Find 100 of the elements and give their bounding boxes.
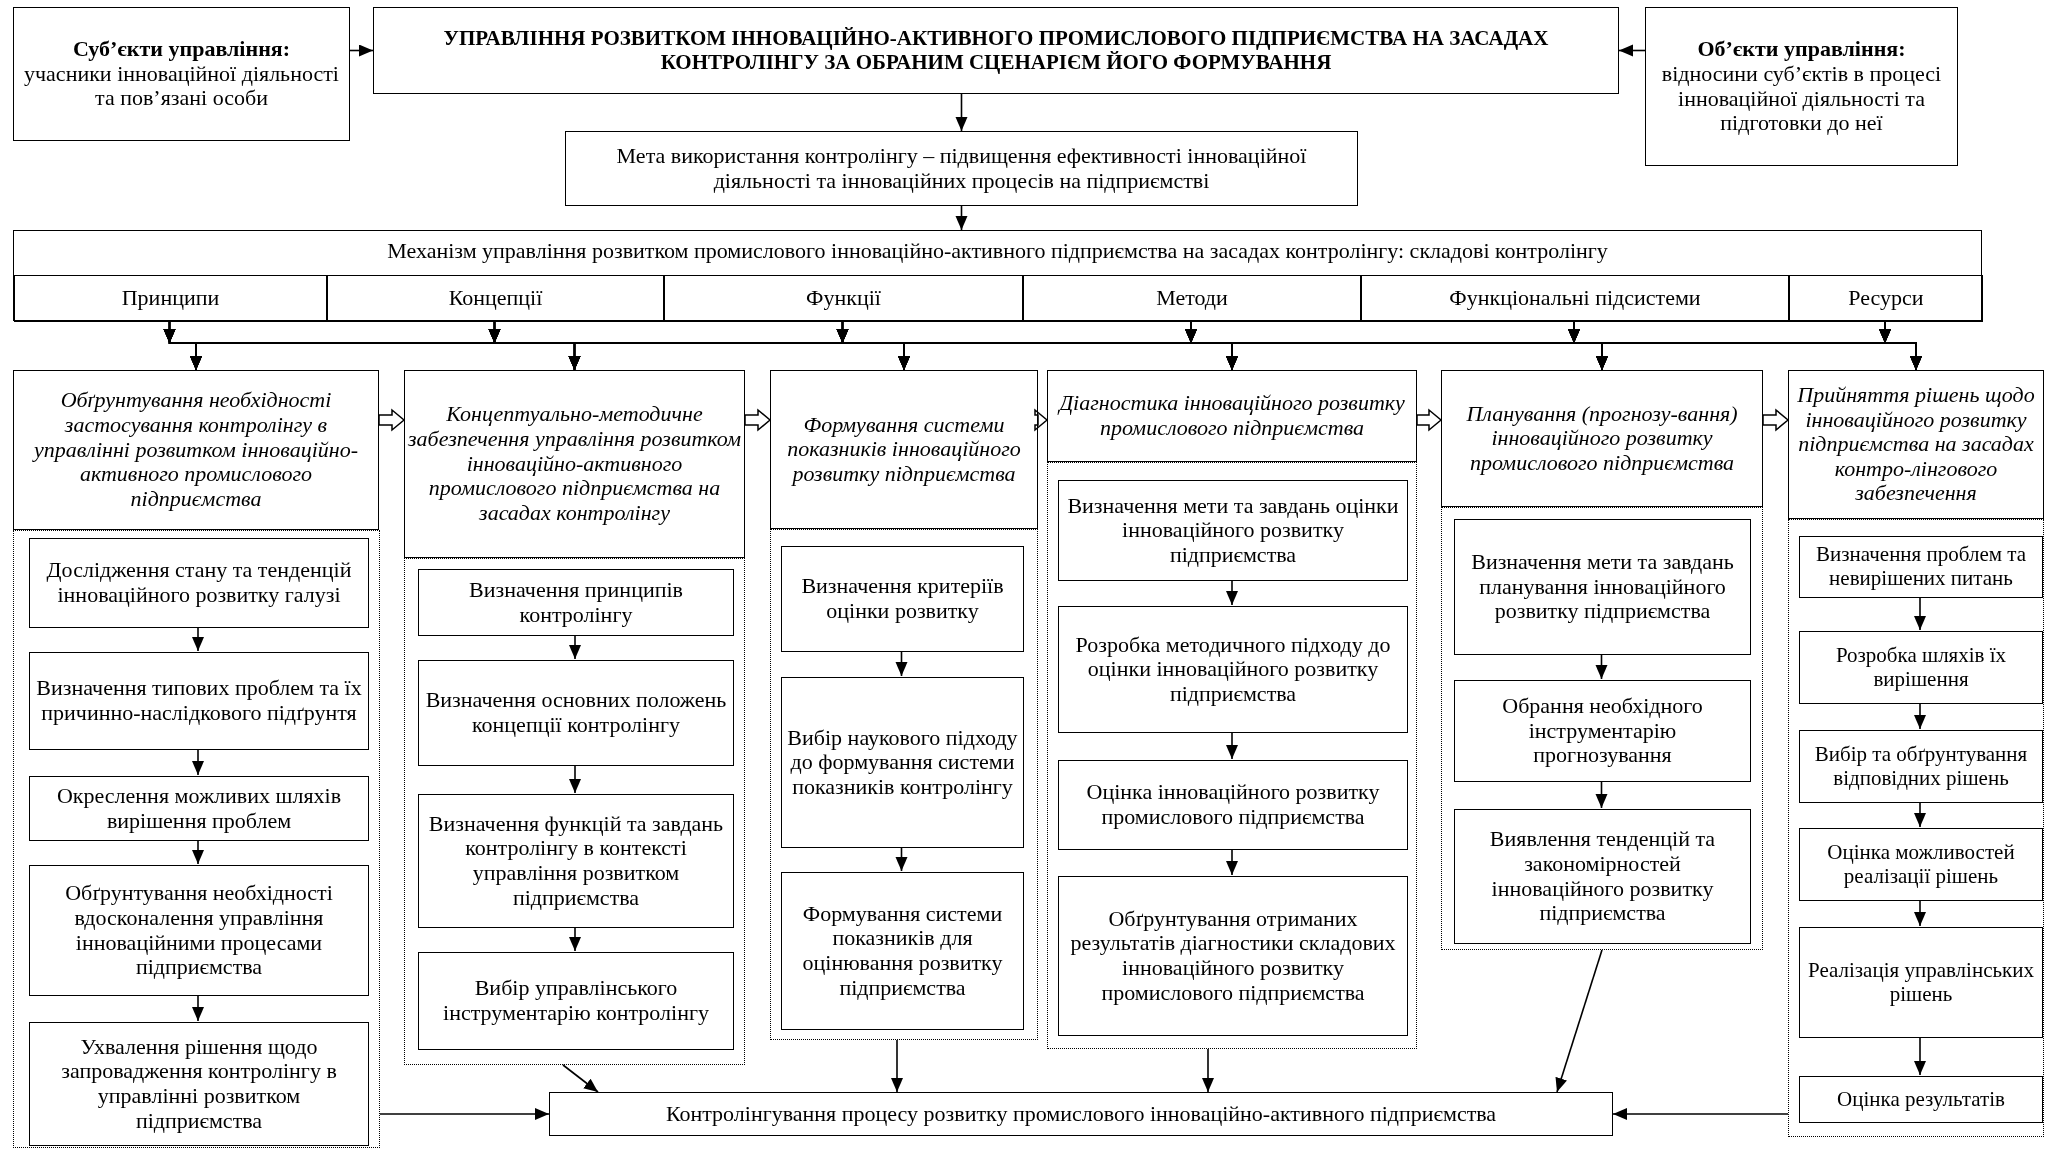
stage-heading-box	[1441, 370, 1763, 507]
box-text: учасники інноваційної діяльності та пов’язані особи	[23, 61, 340, 111]
block-arrow	[1034, 408, 1049, 432]
box-text: Концептуально-методичне забезпечення управління розвитком інноваційно-активного промислового підприємства на засадах контролінгу	[407, 402, 742, 526]
process-box	[549, 1092, 1613, 1136]
arrow	[895, 650, 908, 677]
block-arrow	[744, 408, 772, 432]
box-text: Формування системи показників для оцінювання розвитку підприємства	[801, 901, 1004, 1001]
process-box	[781, 677, 1024, 848]
box-text: Обґрунтування необхідності вдосконалення управління інноваційними процесами підприємства	[64, 881, 334, 980]
box-text: Визначення принципів контролінгу	[468, 577, 684, 628]
arrow	[1555, 949, 1603, 1093]
arrow	[1226, 848, 1238, 876]
process-box	[29, 865, 369, 996]
arrow	[895, 846, 908, 872]
arrow	[955, 93, 968, 132]
arrow	[1914, 801, 1926, 828]
process-box	[29, 1022, 369, 1146]
box-text: Контролінгування процесу розвитку промислового інноваційно-активного підприємства	[664, 1101, 1498, 1127]
box-text: Вибір та обґрунтування відповідних рішень	[1813, 743, 2029, 790]
process-box	[1799, 1076, 2043, 1123]
box-text: Оцінка інноваційного розвитку промислового підприємства	[1085, 780, 1381, 830]
box-text: Ресурси	[1847, 286, 1925, 311]
component-cell	[14, 275, 327, 322]
process-box	[781, 546, 1024, 652]
box-text: Реалізація управлінських рішень	[1807, 959, 2035, 1006]
arrow	[891, 1039, 903, 1093]
arrow	[1595, 653, 1608, 680]
arrow	[1618, 44, 1646, 57]
process-box	[1799, 927, 2043, 1038]
dotted-frame	[404, 558, 745, 1065]
box-text: Прийняття рішень щодо інноваційного розвитку підприємства на засадах контро-лінгового забезпечення	[1796, 382, 2036, 507]
process-box	[418, 660, 734, 766]
process-box	[565, 131, 1358, 206]
box-text: Вибір управлінського інструментарію контролінгу	[442, 976, 710, 1026]
arrow	[1202, 1048, 1214, 1093]
stage-heading-box	[1788, 370, 2044, 519]
box-text: Мета використання контролінгу – підвищення ефективності інноваційної діяльності та інноваційних процесів на підприємстві	[615, 143, 1308, 194]
box-text: Планування (прогнозу-вання) інноваційного розвитку промислового підприємства	[1465, 401, 1739, 476]
process-box	[781, 872, 1024, 1030]
box-text: Механізм управління розвитком промислового інноваційно-активного підприємства на засадах контролінгу: складові контролінгу	[386, 239, 1609, 264]
stage-heading-box	[770, 370, 1038, 529]
box-text: Визначення критеріїв оцінки розвитку	[800, 574, 1005, 624]
component-cell	[327, 275, 664, 322]
box-text: Формування системи показників інноваційного розвитку підприємства	[786, 412, 1022, 487]
component-cell	[1789, 275, 1983, 322]
component-cell	[1023, 275, 1361, 322]
process-box	[1058, 480, 1408, 581]
box-text: Розробка методичного підходу до оцінки інноваційного розвитку підприємства	[1074, 632, 1392, 707]
process-box	[29, 538, 369, 628]
box-text: Функції	[805, 286, 882, 311]
arrow	[192, 626, 204, 652]
process-box	[1454, 519, 1751, 655]
process-box	[418, 569, 734, 636]
box-text: Оцінка можливостей реалізації рішень	[1826, 841, 2016, 888]
arrow	[349, 44, 374, 57]
process-box	[29, 776, 369, 841]
process-box	[1454, 680, 1751, 782]
arrow	[569, 764, 581, 794]
arrow	[1914, 702, 1926, 730]
process-box	[373, 7, 1619, 94]
box-text: Діагностика інноваційного розвитку промислового підприємства	[1056, 391, 1406, 441]
arrow	[379, 1108, 550, 1120]
dotted-frame	[13, 530, 380, 1148]
process-box	[1799, 536, 2043, 598]
process-box	[13, 230, 1982, 321]
box-text: Обґрунтування необхідності застосування контролінгу в управлінні розвитком інноваційно-активного промислового підприємства	[31, 388, 359, 512]
dotted-frame	[1441, 507, 1763, 950]
arrow	[569, 926, 581, 952]
box-text: Обрання необхідного інструментарію прогнозування	[1501, 694, 1704, 768]
arrow	[1612, 1108, 1789, 1120]
process-box	[29, 652, 369, 750]
arrow	[192, 994, 204, 1022]
process-box	[1058, 606, 1408, 733]
dotted-frame	[770, 529, 1038, 1040]
arrow	[1226, 579, 1238, 606]
arrow	[569, 634, 581, 660]
box-text: Визначення функцій та завдань контролінгу в контексті управління розвитком підприємства	[427, 811, 725, 911]
box-text: Функціональні підсистеми	[1448, 286, 1702, 311]
box-text: Окреслення можливих шляхів вирішення проблем	[55, 783, 343, 834]
box-text: Визначення типових проблем та їх причинно-наслідкового підґрунтя	[35, 676, 363, 726]
arrow	[192, 839, 204, 865]
dotted-frame	[1788, 519, 2044, 1137]
box-text: Ухвалення рішення щодо запровадження контролінгу в управлінні розвитком підприємства	[60, 1034, 338, 1134]
arrow	[1914, 596, 1926, 631]
stage-heading-box	[404, 370, 745, 558]
arrow	[1914, 899, 1926, 927]
process-box	[1799, 828, 2043, 901]
arrow	[562, 1064, 599, 1093]
box-text: Визначення основних положень концепції контролінгу	[424, 688, 728, 738]
box-text: Дослідження стану та тенденцій інноваційного розвитку галузі	[45, 558, 353, 608]
heading-text: Суб’єкти управління:	[71, 37, 292, 62]
heading-text: Об’єкти управління:	[1696, 37, 1907, 62]
arrow	[955, 205, 968, 231]
box-text: Концепції	[447, 286, 544, 311]
box-text: Вибір наукового підходу до формування системи показників контролінгу	[786, 725, 1019, 800]
box-text: Оцінка результатів	[1836, 1087, 2006, 1112]
component-cell	[664, 275, 1023, 322]
process-box	[1454, 809, 1751, 944]
stage-heading-box	[1047, 370, 1417, 462]
